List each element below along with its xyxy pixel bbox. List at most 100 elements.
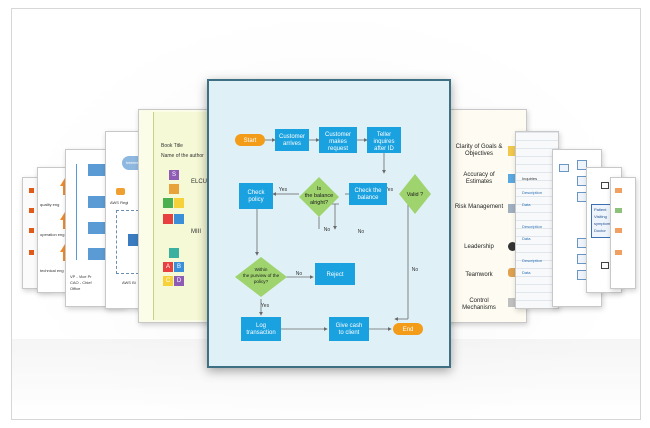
process-customer-request — [319, 127, 357, 153]
folder-icon — [508, 146, 516, 156]
list-header: Inquiries — [522, 176, 538, 181]
decision-label: Valid ? — [407, 192, 423, 198]
yes-label: Yes — [261, 303, 270, 309]
end-terminator — [393, 323, 423, 335]
toy-block: B — [174, 262, 184, 272]
toy-block — [169, 184, 179, 194]
toy-block: C — [163, 276, 173, 286]
template-card-goals[interactable]: Clarity of Goals & Objectives Accuracy o… — [445, 109, 527, 323]
patient-label: Patient — [594, 207, 607, 212]
tree-label: technical eng — [40, 268, 64, 273]
instance-icon — [128, 234, 138, 246]
tree-node — [577, 160, 587, 170]
patient-label: Doctor — [594, 228, 606, 233]
goal-item: Accuracy of Estimates — [463, 172, 495, 185]
connector-lines — [255, 138, 409, 331]
toy-block — [163, 198, 173, 208]
list-item: Data — [522, 236, 531, 241]
process-check-policy — [239, 183, 273, 209]
no-label: No — [358, 229, 365, 235]
list-item: Data — [522, 270, 531, 275]
network-label: Internet — [126, 160, 140, 165]
goal-item: Control Mechanisms — [462, 298, 496, 311]
network-label: AWS Regi — [110, 200, 129, 205]
book-title: Book Title — [161, 143, 183, 149]
toy-block — [174, 198, 184, 208]
gallery-frame: quality eng operation eng technical eng … — [11, 8, 641, 420]
office-label: CAO - Chief — [70, 280, 92, 285]
end-label: End — [403, 327, 414, 333]
decision-valid — [399, 174, 431, 214]
no-label: No — [324, 227, 331, 233]
process-teller-inquires — [367, 127, 401, 153]
tag-marker — [615, 208, 622, 213]
process-check-balance — [349, 183, 387, 205]
node-marker — [29, 250, 34, 255]
template-card-book[interactable]: Book Title Name of the author S A B C D … — [138, 109, 214, 323]
team-icon — [508, 268, 518, 277]
book-side-label: MIII — [191, 229, 201, 235]
mail-icon — [601, 262, 609, 269]
toy-block: D — [174, 276, 184, 286]
person-icon — [508, 242, 517, 251]
toy-block — [174, 214, 184, 224]
template-card-list[interactable]: Inquiries Description Data Description D… — [515, 131, 559, 309]
connector-line — [76, 164, 77, 260]
tag-marker — [615, 250, 622, 255]
decision-policy — [235, 257, 287, 297]
book-side-label: ELCU — [191, 179, 208, 185]
node-marker — [29, 208, 34, 213]
yes-label: Yes — [279, 187, 288, 193]
tag-marker — [615, 228, 622, 233]
process-give-cash — [329, 317, 369, 341]
office-label: Office — [70, 286, 81, 291]
start-label: Start — [244, 138, 257, 144]
book-author: Name of the author — [161, 153, 204, 159]
start-terminator — [235, 134, 265, 146]
process-reject — [315, 263, 355, 285]
patient-label: symptoms — [594, 221, 613, 226]
goal-item: Teamwork — [465, 272, 493, 278]
list-item: Description — [522, 190, 543, 195]
goal-item: Leadership — [464, 244, 494, 250]
template-card-far-right[interactable] — [610, 177, 636, 289]
tree-label: operation eng — [40, 232, 65, 237]
goal-item: Risk Management — [454, 204, 504, 210]
process-label: Reject — [326, 272, 343, 278]
decision-balance — [299, 177, 339, 217]
no-label: No — [296, 271, 303, 277]
tree-node — [559, 164, 569, 172]
list-item: Description — [522, 224, 543, 229]
no-label: No — [412, 267, 419, 273]
toy-block — [163, 214, 173, 224]
network-label: AWS Bi — [122, 280, 136, 285]
toy-block: S — [169, 170, 179, 180]
goal-item: Clarity of Goals & Objectives — [455, 144, 503, 157]
gear-icon — [508, 204, 517, 213]
patient-label: Visiting — [594, 214, 607, 219]
clipboard-icon — [508, 298, 517, 307]
mail-icon — [601, 182, 609, 189]
toy-block — [169, 248, 179, 258]
tree-label: quality eng — [40, 202, 60, 207]
process-customer-arrives — [275, 129, 309, 151]
list-item: Data — [522, 202, 531, 207]
tag-marker — [615, 188, 622, 193]
node-marker — [29, 188, 34, 193]
office-label: VP - Vice Pr — [70, 274, 92, 279]
list-item: Description — [522, 258, 543, 263]
process-log-transaction — [241, 317, 281, 341]
node-marker — [29, 228, 34, 233]
block-stack: S A B C D — [163, 168, 185, 298]
server-icon — [116, 188, 125, 195]
